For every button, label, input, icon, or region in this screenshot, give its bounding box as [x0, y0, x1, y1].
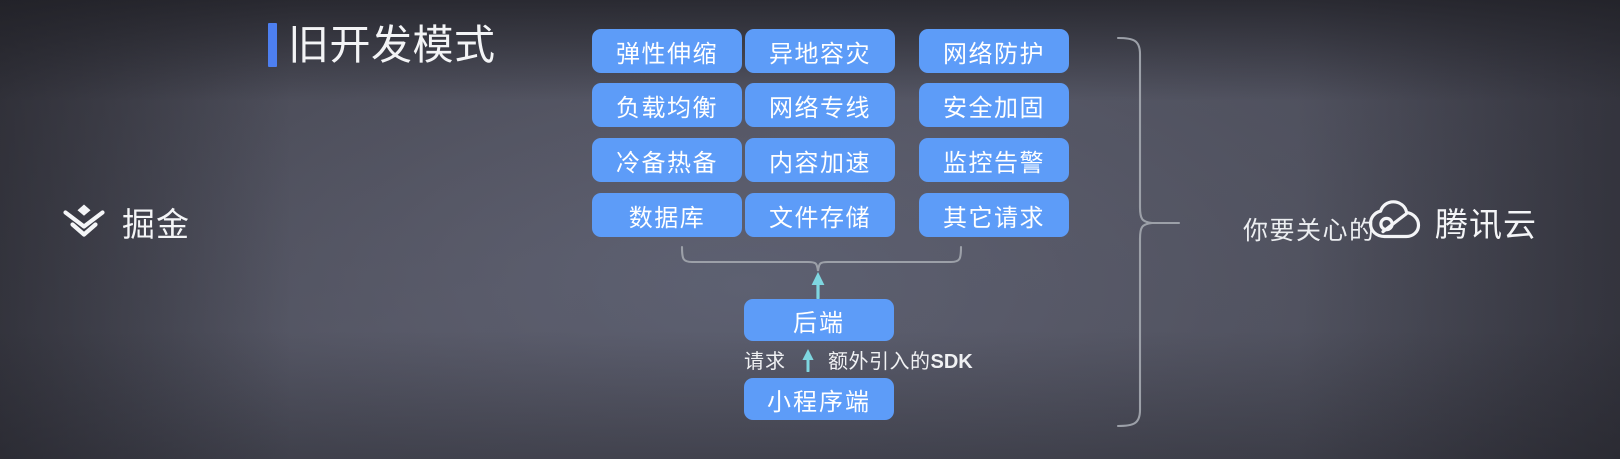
scope-brace [1116, 36, 1153, 428]
sdk-label: 额外引入的SDK [828, 345, 973, 374]
request-label: 请求 [744, 351, 786, 373]
service-pill[interactable]: 数据库 [592, 193, 742, 237]
service-pill[interactable]: 异地容灾 [745, 29, 895, 73]
juejin-wordmark: 掘金 [122, 206, 190, 243]
service-pill[interactable]: 冷备热备 [592, 138, 742, 182]
service-pill[interactable]: 网络防护 [919, 29, 1069, 73]
title-label: 旧开发模式 [288, 22, 496, 68]
service-pill[interactable]: 弹性伸缩 [592, 29, 742, 73]
service-pill[interactable]: 负载均衡 [592, 83, 742, 127]
sdk-caption-row: 请求 额外引入的SDK [744, 345, 1004, 374]
tencent-cloud-icon [1368, 199, 1422, 245]
juejin-chevron-icon [60, 201, 108, 244]
services-brace [680, 245, 963, 272]
sdk-bold-text: SDK [930, 351, 973, 373]
service-pill[interactable]: 监控告警 [919, 138, 1069, 182]
page-title: 旧开发模式 [268, 22, 496, 68]
tencent-cloud-logo: 腾讯云 [1368, 198, 1537, 246]
miniprogram-node[interactable]: 小程序端 [744, 378, 894, 420]
service-pill[interactable]: 网络专线 [745, 83, 895, 127]
service-pill[interactable]: 内容加速 [745, 138, 895, 182]
backend-uplink-arrow [811, 272, 825, 300]
tencent-cloud-wordmark: 腾讯云 [1435, 206, 1537, 243]
scope-brace-label: 你要关心的 [1243, 217, 1376, 245]
title-accent-bar [268, 23, 277, 67]
sdk-prefix: 额外引入的 [828, 351, 931, 373]
service-pill[interactable]: 安全加固 [919, 83, 1069, 127]
service-pill[interactable]: 文件存储 [745, 193, 895, 237]
service-pill[interactable]: 其它请求 [919, 193, 1069, 237]
arrow-up-icon [801, 348, 815, 372]
backend-node[interactable]: 后端 [744, 299, 894, 341]
juejin-logo: 掘金 [60, 198, 190, 246]
